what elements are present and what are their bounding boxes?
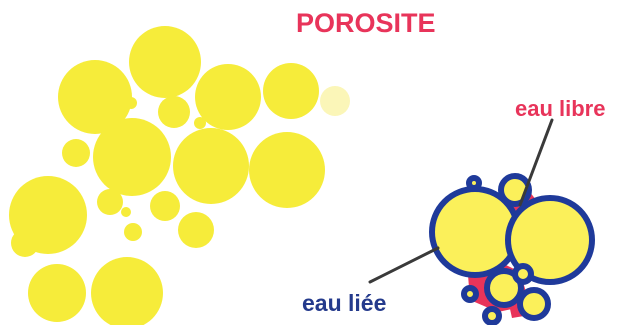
grain bbox=[125, 97, 137, 109]
free-water-leader bbox=[520, 120, 552, 205]
grain bbox=[249, 132, 325, 208]
grain bbox=[11, 229, 39, 257]
bound-water-label: eau liée bbox=[302, 292, 386, 315]
grain bbox=[97, 189, 123, 215]
grain bbox=[178, 212, 214, 248]
diagram-title: POROSITE bbox=[296, 10, 436, 37]
grain bbox=[62, 139, 90, 167]
coated-grain bbox=[485, 309, 499, 323]
grain bbox=[158, 96, 190, 128]
grain bbox=[124, 223, 142, 241]
coated-grain bbox=[515, 266, 531, 282]
coated-grains bbox=[432, 176, 592, 323]
grain bbox=[121, 207, 131, 217]
grain bbox=[91, 257, 163, 325]
grain bbox=[320, 86, 350, 116]
coated-grain bbox=[469, 178, 479, 188]
grain bbox=[263, 63, 319, 119]
bound-water-leader bbox=[370, 248, 438, 282]
coated-grain bbox=[464, 288, 476, 300]
grain bbox=[173, 128, 249, 204]
grain bbox=[150, 191, 180, 221]
pore-inset bbox=[370, 120, 592, 323]
grain bbox=[129, 26, 201, 98]
grain bbox=[194, 117, 206, 129]
coated-grain bbox=[520, 290, 548, 318]
grain bbox=[93, 118, 171, 196]
grain-packing bbox=[9, 26, 350, 325]
free-water-label: eau libre bbox=[515, 98, 605, 120]
grain bbox=[28, 264, 86, 322]
